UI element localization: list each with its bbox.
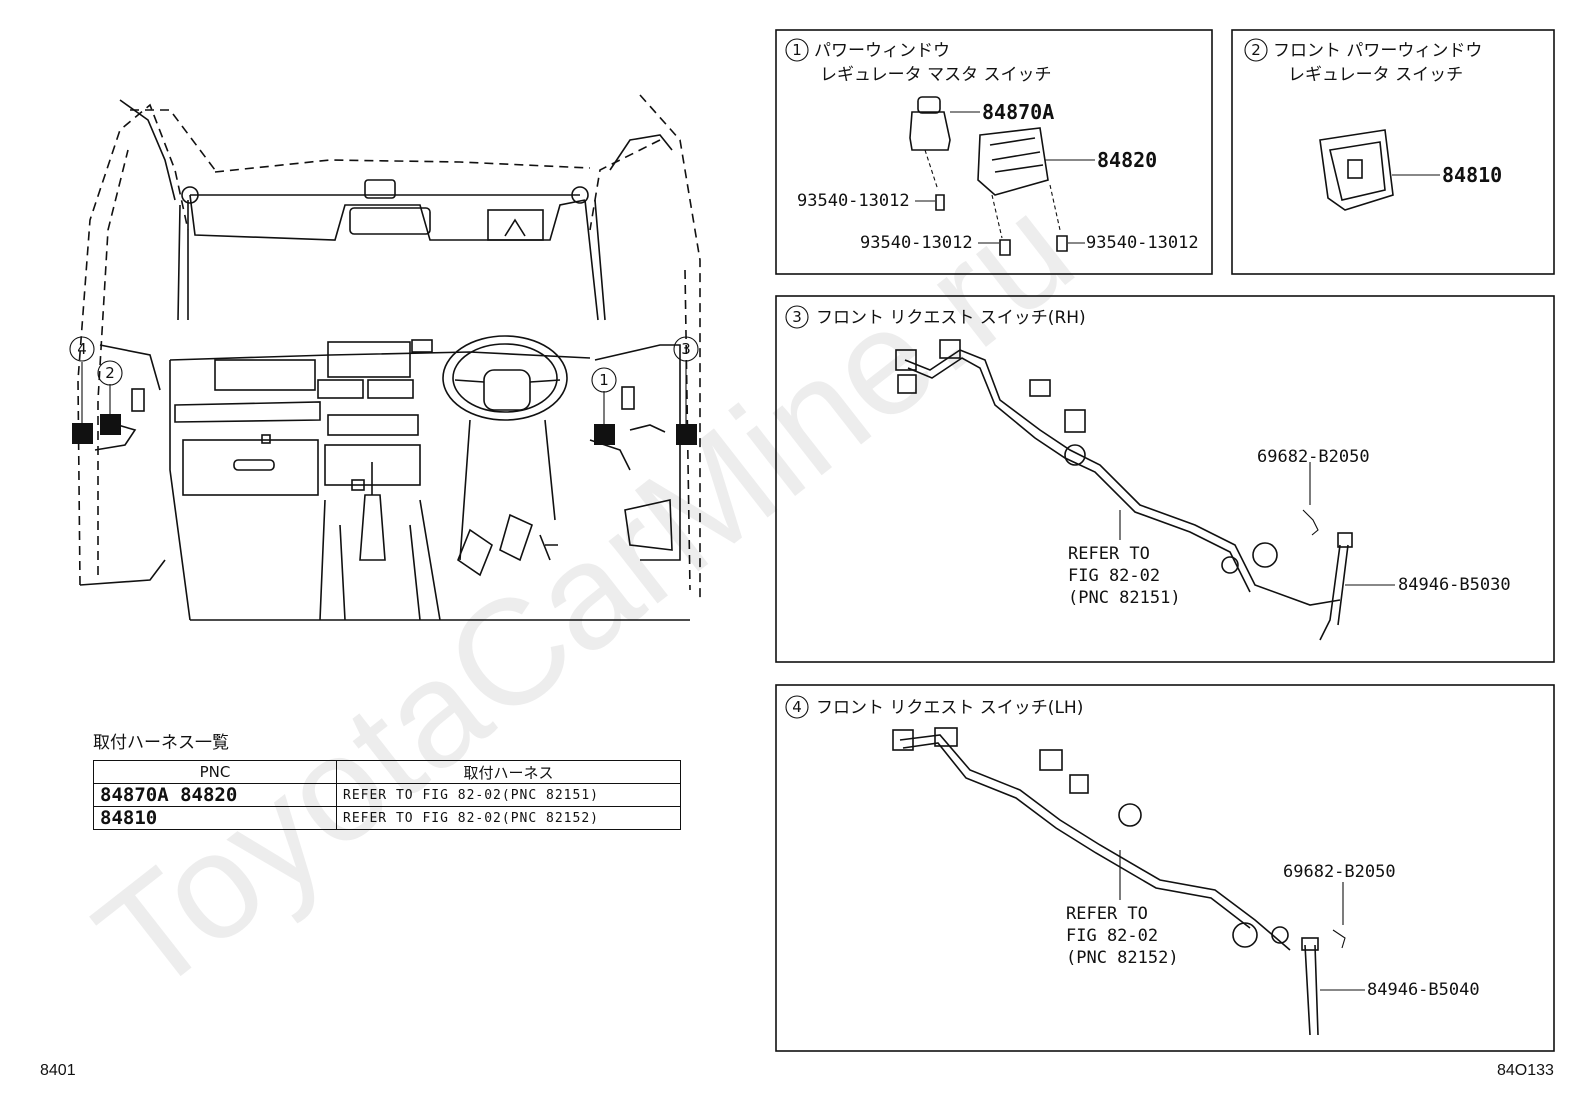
header-pnc: PNC — [93, 760, 337, 784]
panel-3-title: フロント リクエスト スイッチ(RH) — [816, 308, 1086, 328]
locator-2-label: 2 — [105, 364, 115, 382]
locator-square-3 — [676, 424, 697, 445]
locator-3-label: 3 — [681, 340, 691, 358]
panel-4-title: フロント リクエスト スイッチ(LH) — [816, 698, 1083, 718]
locator-1-label: 1 — [599, 371, 609, 389]
panel-2-title-line2: レギュレータ スイッチ — [1288, 65, 1463, 85]
panel-4-refer-line3: (PNC 82152) — [1066, 948, 1179, 968]
panel-3-request-switch-rh: 3 フロント リクエスト スイッチ(RH) 69682-B2050 84946-… — [775, 295, 1555, 663]
part-93540-13012-b: 93540-13012 — [860, 233, 973, 253]
panel-3-refer-line3: (PNC 82151) — [1068, 588, 1181, 608]
part-84820: 84820 — [1097, 148, 1157, 172]
locator-callouts: 4 2 1 3 — [69, 336, 699, 393]
locator-square-1 — [594, 424, 615, 445]
part-69682-B2050-lh: 69682-B2050 — [1283, 862, 1396, 882]
panel-1-title-line1: パワーウィンドウ — [814, 41, 950, 61]
cabin-illustration — [72, 94, 701, 621]
footer-right-code: 84O133 — [1497, 1062, 1554, 1079]
row-pnc: 84870A 84820 — [93, 783, 337, 807]
harness-table: PNC 取付ハーネス 84870A 84820 REFER TO FIG 82-… — [93, 760, 681, 830]
part-84870A: 84870A — [982, 100, 1054, 124]
panel-2-front-switch: 2 フロント パワーウィンドウ レギュレータ スイッチ 84810 — [1231, 29, 1555, 275]
part-93540-13012-c: 93540-13012 — [1086, 233, 1199, 253]
part-84810: 84810 — [1442, 163, 1502, 187]
part-93540-13012-a: 93540-13012 — [797, 191, 910, 211]
row-pnc: 84810 — [93, 806, 337, 830]
locator-square-2 — [100, 414, 121, 435]
panel-1-master-switch: 1 パワーウィンドウ レギュレータ マスタ スイッチ 84870A 84820 … — [775, 29, 1213, 275]
panel-3-refer-line2: FIG 82-02 — [1068, 566, 1160, 586]
locator-square-4 — [72, 423, 93, 444]
watermark: ToyotaCarMine.ru — [66, 164, 1102, 1025]
panel-2-number: 2 — [1251, 41, 1261, 59]
panel-4-refer-line2: FIG 82-02 — [1066, 926, 1158, 946]
table-row: 84810 REFER TO FIG 82-02(PNC 82152) — [93, 806, 681, 830]
panel-4-request-switch-lh: 4 フロント リクエスト スイッチ(LH) 69682-B2050 84946-… — [775, 684, 1555, 1052]
row-harness: REFER TO FIG 82-02(PNC 82151) — [336, 783, 681, 807]
header-harness: 取付ハーネス — [336, 760, 681, 784]
part-69682-B2050-rh: 69682-B2050 — [1257, 447, 1370, 467]
table-row: 84870A 84820 REFER TO FIG 82-02(PNC 8215… — [93, 783, 681, 807]
harness-table-header: PNC 取付ハーネス — [93, 760, 681, 784]
panel-3-refer-line1: REFER TO — [1068, 544, 1150, 564]
panel-4-number: 4 — [792, 698, 802, 716]
panel-4-refer-line1: REFER TO — [1066, 904, 1148, 924]
harness-table-title: 取付ハーネス一覧 — [93, 733, 229, 753]
part-84946-B5030: 84946-B5030 — [1398, 575, 1511, 595]
row-harness: REFER TO FIG 82-02(PNC 82152) — [336, 806, 681, 830]
panel-1-title-line2: レギュレータ マスタ スイッチ — [820, 65, 1051, 85]
panel-1-number: 1 — [792, 41, 802, 59]
locator-4-label: 4 — [77, 340, 87, 358]
part-84946-B5040: 84946-B5040 — [1367, 980, 1480, 1000]
panel-3-number: 3 — [792, 308, 802, 326]
footer-left-code: 8401 — [40, 1062, 76, 1079]
panel-2-title-line1: フロント パワーウィンドウ — [1273, 41, 1482, 61]
